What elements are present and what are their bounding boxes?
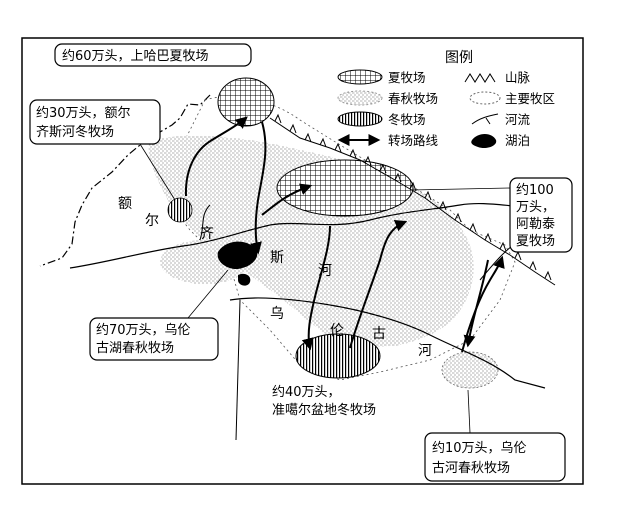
lake-icon xyxy=(471,134,497,149)
callout-junggar-winter: 约40万头， 准噶尔盆地冬牧场 xyxy=(272,385,376,418)
callout-erqis-line-2: 齐斯河冬牧场 xyxy=(36,124,114,140)
wulungu-river-spring-pasture-area xyxy=(441,351,499,389)
erqis-char-4: 斯 xyxy=(270,250,284,266)
callout-erqis-winter: 约30万头，额尔 齐斯河冬牧场 xyxy=(29,99,176,201)
callout-wulungu-lake-line-2: 古湖春秋牧场 xyxy=(96,341,174,356)
legend-lake-label: 湖泊 xyxy=(505,133,530,148)
mountain-icon xyxy=(464,73,496,83)
border-line xyxy=(39,94,211,267)
erqis-river-label: 额 尔 齐 斯 河 xyxy=(118,196,332,279)
river-fork xyxy=(235,299,241,441)
erqis-char-5: 河 xyxy=(318,263,332,279)
legend-main-area-label: 主要牧区 xyxy=(505,91,555,106)
callout-wulungu-river-line-1: 约10万头，乌伦 xyxy=(432,440,527,456)
legend-spring-swatch xyxy=(337,90,383,106)
small-lake xyxy=(238,273,251,286)
legend: 图例 夏牧场 春秋牧场 冬牧场 转场路线 山脉 主要牧区 河流 湖泊 xyxy=(337,50,555,149)
callout-altay-line-3: 阿勒泰 xyxy=(516,217,555,232)
callout-altay-line-1: 约100 xyxy=(516,183,554,198)
erqis-tributary xyxy=(199,204,211,241)
wulungu-char-1: 乌 xyxy=(270,306,284,322)
callout-shangha-summer: 约60万头，上哈巴夏牧场 xyxy=(54,43,252,67)
erqis-char-2: 尔 xyxy=(145,213,159,229)
erqis-char-3: 齐 xyxy=(200,226,214,242)
callout-junggar-line-1: 约40万头， xyxy=(272,385,341,400)
callout-wulungu-lake: 约70万头，乌伦 古湖春秋牧场 xyxy=(89,269,229,361)
legend-spring-label: 春秋牧场 xyxy=(388,91,438,106)
wulungu-river-label: 乌 伦 古 河 xyxy=(270,306,432,359)
transfer-routes xyxy=(184,116,505,353)
callout-altay-line-4: 夏牧场 xyxy=(516,234,555,249)
wulungu-char-4: 河 xyxy=(418,343,432,359)
callout-altay-line-2: 万头， xyxy=(516,200,555,215)
wulungu-lake xyxy=(217,241,258,270)
legend-title: 图例 xyxy=(445,50,473,66)
erqis-river xyxy=(69,202,546,269)
legend-winter-label: 冬牧场 xyxy=(388,112,426,127)
callout-wulungu-lake-line-1: 约70万头，乌伦 xyxy=(96,322,191,338)
wulungu-char-3: 古 xyxy=(372,326,386,342)
callout-altay-summer: 约100 万头， 阿勒泰 夏牧场 xyxy=(411,177,573,253)
spring-autumn-pasture-lower xyxy=(300,267,453,336)
river-icon xyxy=(471,113,499,125)
wulungu-river xyxy=(229,297,546,389)
callout-junggar-line-2: 准噶尔盆地冬牧场 xyxy=(272,402,376,418)
legend-route-label: 转场路线 xyxy=(388,133,439,148)
callout-wulungu-river-line-2: 古河春秋牧场 xyxy=(432,461,510,476)
legend-summer-swatch xyxy=(337,69,383,85)
erqis-winter-pasture xyxy=(167,197,193,223)
legend-winter-swatch xyxy=(337,111,383,127)
legend-main-area-swatch xyxy=(469,91,501,105)
legend-river-label: 河流 xyxy=(505,112,531,127)
altay-summer-pasture xyxy=(276,159,414,217)
junggar-winter-pasture xyxy=(295,333,381,379)
legend-mountain-label: 山脉 xyxy=(505,70,531,85)
legend-summer-label: 夏牧场 xyxy=(388,70,426,85)
callout-erqis-line-1: 约30万头，额尔 xyxy=(36,106,131,121)
callout-wulungu-river: 约10万头，乌伦 古河春秋牧场 xyxy=(424,389,566,482)
wulungu-char-2: 伦 xyxy=(330,323,344,339)
callout-shangha-text: 约60万头，上哈巴夏牧场 xyxy=(62,49,209,64)
erqis-char-1: 额 xyxy=(118,196,132,212)
